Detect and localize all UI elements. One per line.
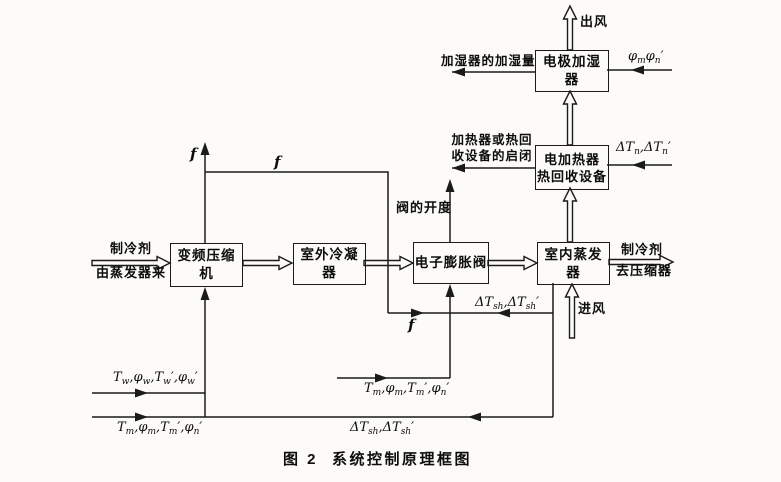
f-output-arrowhead — [200, 142, 210, 155]
heater-output-label-line2: 收设备的启闭 — [451, 149, 533, 163]
heater-output-arrowhead — [452, 163, 465, 173]
air-out-arrow — [562, 4, 578, 51]
compressor-condenser-arrow — [242, 255, 294, 271]
block-condenser-label: 室外冷凝器 — [300, 247, 359, 280]
heater-humidifier-arrow — [562, 89, 578, 146]
valve-input-arrowhead — [445, 284, 455, 297]
refrigerant-out-arrow — [608, 254, 675, 270]
block-condenser: 室外冷凝器 — [293, 243, 366, 285]
refrigerant-out-label-1: 制冷剂 — [621, 242, 664, 257]
block-expansion-valve: 电子膨胀阀 — [413, 242, 489, 284]
figure-caption-title: 系统控制原理框图 — [332, 451, 473, 468]
block-humidifier-label: 电极加湿器 — [543, 54, 601, 87]
evaporator-heater-arrow — [562, 186, 578, 243]
outdoor-sensor-arrowhead — [135, 388, 148, 398]
heater-output-label: 加热器或热回 收设备的启闭 — [448, 132, 536, 164]
heater-output-label-line1: 加热器或热回 — [451, 133, 533, 147]
refrigerant-in-arrow — [91, 255, 172, 271]
humidifier-output-label: 加湿器的加湿量 — [441, 54, 536, 68]
superheat-mid-arrowhead — [497, 308, 510, 318]
block-compressor-label: 变频压缩机 — [177, 248, 236, 281]
f-output-label: f — [190, 145, 197, 163]
f-branch-line — [205, 171, 389, 313]
figure-caption: 图 2 系统控制原理框图 — [283, 448, 472, 469]
block-expansion-valve-label: 电子膨胀阀 — [414, 255, 488, 270]
refrigerant-out-label-2: 去压缩器 — [616, 263, 673, 278]
refrigerant-in-label-2: 由蒸发器来 — [96, 265, 167, 280]
indoor-sensors-valve-label: Tm,φm,Tm′,φn′ — [364, 381, 450, 398]
f-to-valve-label: f — [408, 316, 415, 334]
refrigerant-in-label-1: 制冷剂 — [110, 241, 153, 256]
compressor-input-arrowhead — [200, 287, 210, 300]
figure-caption-number: 图 2 — [283, 451, 319, 468]
heater-input-arrowhead — [632, 160, 645, 170]
f-branch-label: f — [274, 153, 281, 171]
block-heater-label-line1: 电加热器 — [543, 151, 600, 167]
superheat-bottom-label: ΔTsh,ΔTsh′ — [350, 420, 415, 437]
humidifier-input-arrowhead — [631, 65, 644, 75]
block-heater-label-line2: 热回收设备 — [536, 168, 607, 184]
air-out-label: 出风 — [580, 14, 609, 29]
outdoor-sensors-label: Tw,φw,Tw′,φw′ — [113, 370, 198, 387]
indoor-sensors-bottom-label: Tm,φm,Tm′,φn′ — [117, 420, 203, 437]
air-in-arrow — [564, 282, 580, 339]
air-in-label: 进风 — [578, 301, 607, 316]
bottom-sensor-arrowhead — [135, 412, 148, 422]
superheat-mid-label: ΔTsh,ΔTsh′ — [475, 295, 540, 312]
valve-opening-label: 阀的开度 — [396, 200, 453, 215]
valve-opening-arrowhead — [445, 179, 455, 192]
block-evaporator: 室内蒸发器 — [537, 242, 610, 285]
heater-feedback-label: ΔTn,ΔTn′ — [616, 140, 671, 157]
block-humidifier: 电极加湿器 — [535, 50, 609, 92]
block-compressor: 变频压缩机 — [170, 243, 243, 287]
valve-evaporator-arrow — [487, 255, 539, 271]
f-to-valve-arrowhead — [411, 308, 424, 318]
humidity-feedback-label: φmφn′ — [628, 49, 664, 66]
superheat-bottom-arrowhead — [468, 412, 481, 422]
humidifier-output-arrowhead — [452, 67, 465, 77]
block-evaporator-label: 室内蒸发器 — [544, 246, 603, 280]
block-heater-heat-recovery: 电加热器 热回收设备 — [535, 145, 609, 190]
indoor-sensor-valve-arrowhead — [375, 373, 388, 383]
